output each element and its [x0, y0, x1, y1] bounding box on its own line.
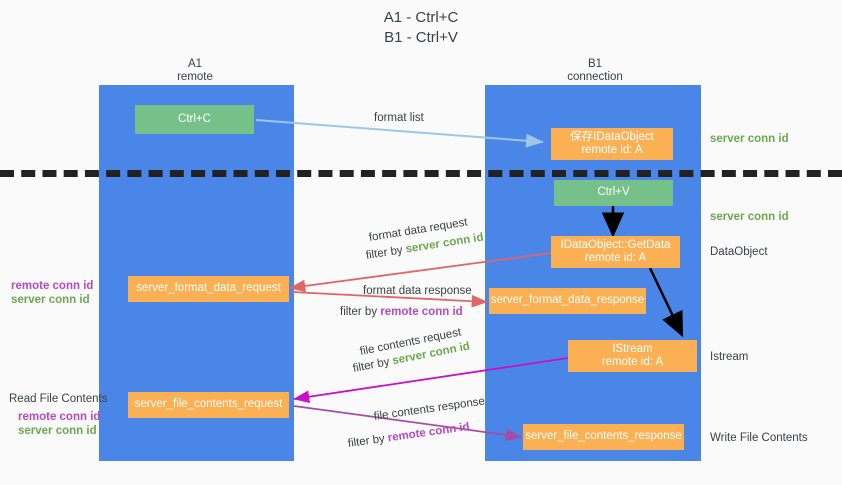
box-ctrl-c[interactable]: Ctrl+C	[135, 105, 254, 134]
annotation-remote-conn-id-bottom: remote conn id	[18, 411, 101, 423]
annotation-server-conn-id-second: server conn id	[710, 211, 789, 223]
box-server-file-contents-response[interactable]: server_file_contents_response	[523, 424, 684, 450]
box-istream[interactable]: IStream remote id: A	[568, 340, 697, 372]
annotation-server-conn-id-bottom: server conn id	[18, 425, 97, 437]
box-save-idataobject[interactable]: 保存IDataObject remote id: A	[551, 128, 673, 160]
title-line-1: A1 - Ctrl+C	[383, 9, 459, 26]
edge-label-format-data-response: format data response	[363, 285, 472, 297]
lane-header-b1: B1 connection	[515, 58, 675, 84]
box-server-file-contents-request[interactable]: server_file_contents_request	[128, 392, 289, 418]
box-server-format-data-request-label: server_format_data_request	[136, 282, 281, 295]
box-server-format-data-response[interactable]: server_format_data_response	[489, 288, 646, 314]
annotation-write-file-contents: Write File Contents	[710, 432, 808, 444]
edge-label-file-contents-response: file contents response	[373, 395, 486, 423]
lane-a1-sub: remote	[177, 71, 213, 83]
annotation-server-conn-id-top: server conn id	[710, 133, 789, 145]
annotation-read-file-contents: Read File Contents	[9, 393, 108, 405]
box-getdata[interactable]: IDataObject::GetData remote id: A	[551, 236, 680, 268]
diagram-title: A1 - Ctrl+C B1 - Ctrl+V	[0, 8, 842, 48]
annotation-server-conn-id-mid: server conn id	[11, 294, 90, 306]
box-getdata-line2: remote id: A	[584, 252, 647, 264]
filter-prefix: filter by	[340, 306, 381, 318]
lane-a1-name: A1	[187, 58, 203, 70]
lane-header-a1: A1 remote	[115, 58, 275, 84]
filter-key-remote-conn-id: remote conn id	[380, 306, 463, 318]
box-istream-line2: remote id: A	[601, 356, 664, 368]
annotation-dataobject: DataObject	[710, 246, 768, 258]
edge-label-file-contents-response-filter: filter by remote conn id	[347, 420, 470, 451]
filter-prefix: filter by	[351, 355, 394, 375]
box-server-format-data-response-label: server_format_data_response	[490, 294, 645, 307]
lane-b1-name: B1	[587, 58, 603, 70]
box-server-format-data-request[interactable]: server_format_data_request	[128, 276, 289, 302]
box-server-file-contents-request-label: server_file_contents_request	[134, 398, 283, 411]
box-server-file-contents-response-label: server_file_contents_response	[525, 430, 682, 443]
edge-label-format-list: format list	[374, 112, 424, 124]
box-getdata-line1: IDataObject::GetData	[560, 238, 671, 251]
filter-prefix: filter by	[365, 243, 407, 262]
phase-divider	[0, 170, 842, 177]
filter-key-remote-conn-id: remote conn id	[387, 420, 471, 445]
edge-label-format-data-response-filter: filter by remote conn id	[340, 305, 463, 319]
annotation-remote-conn-id-mid: remote conn id	[11, 280, 94, 292]
title-line-2: B1 - Ctrl+V	[384, 29, 458, 46]
annotation-istream: Istream	[710, 351, 749, 363]
box-ctrl-v[interactable]: Ctrl+V	[554, 180, 673, 206]
box-ctrl-v-label: Ctrl+V	[597, 186, 630, 199]
box-ctrl-c-label: Ctrl+C	[178, 112, 211, 125]
box-save-idataobject-line1: 保存IDataObject	[570, 130, 654, 143]
lane-b1-sub: connection	[567, 71, 623, 83]
box-save-idataobject-line2: remote id: A	[581, 144, 643, 156]
filter-prefix: filter by	[347, 432, 389, 450]
box-istream-line1: IStream	[612, 342, 653, 355]
